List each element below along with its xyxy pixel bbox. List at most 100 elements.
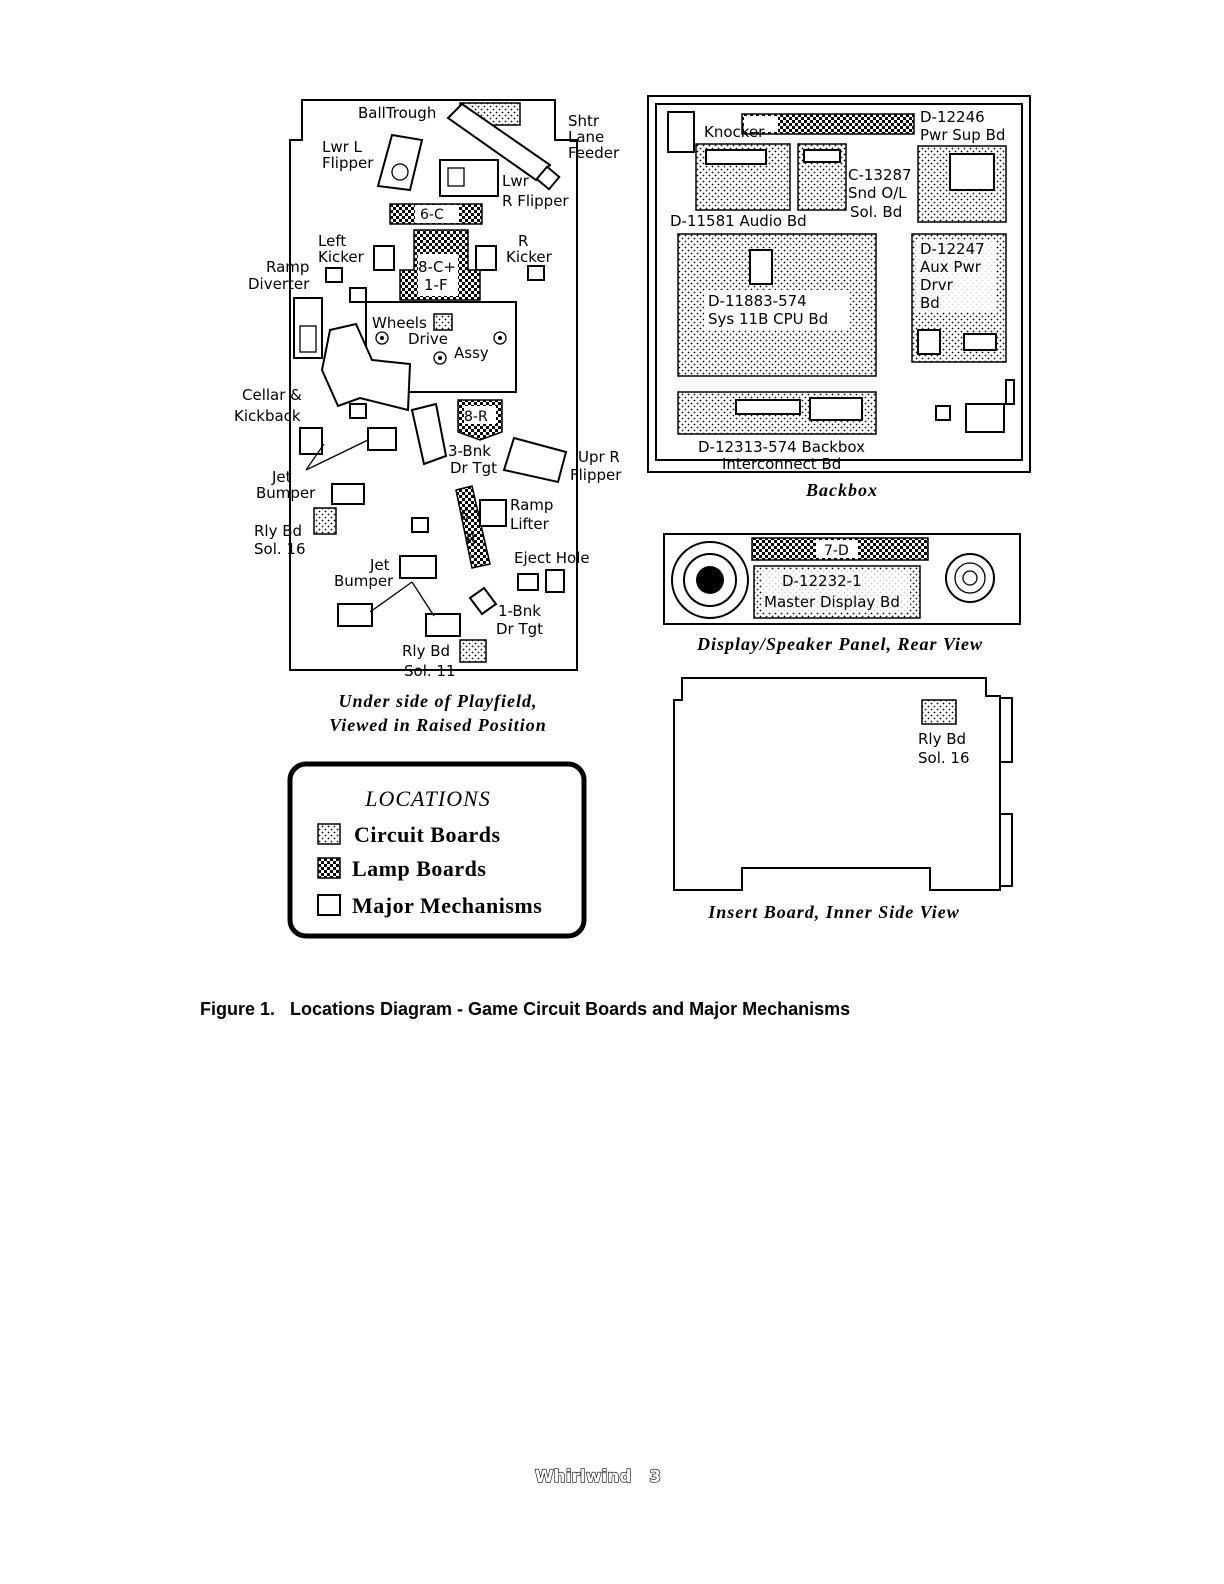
label-d-12247: D-12247 — [920, 240, 985, 258]
insert-board-caption: Insert Board, Inner Side View — [707, 902, 960, 922]
label-insert-rly-bd: Rly Bd — [918, 730, 966, 748]
label-audio-bd: D-11581 Audio Bd — [670, 212, 807, 230]
legend-title: LOCATIONS — [364, 786, 491, 811]
label-drive: Drive — [408, 330, 448, 348]
label-c-13287: C-13287 — [848, 166, 912, 184]
label-lwr-l-flipper: Flipper — [322, 154, 374, 172]
label-assy: Assy — [454, 344, 489, 362]
label-lwr-l: Lwr L — [322, 138, 363, 156]
label-1-bnk-dr-tgt: Dr Tgt — [496, 620, 543, 638]
label-lamp-8r: 8-R — [464, 409, 488, 425]
legend-circuit-swatch — [317, 823, 341, 845]
label-lane: Lane — [568, 128, 604, 146]
label-d-12232-1: D-12232-1 — [782, 572, 862, 590]
relay-board-sol16-playfield — [313, 507, 337, 535]
label-diverter: Diverter — [248, 275, 310, 293]
page-footer: Whirlwind 3 — [535, 1467, 661, 1487]
label-snd-ol: Snd O/L — [848, 184, 907, 202]
label-d-11883-574: D-11883-574 — [708, 292, 807, 310]
lwr-r-flipper-mech — [439, 159, 499, 197]
label-sol16-top: Sol. 16 — [254, 540, 306, 558]
one-bank-target — [468, 586, 498, 616]
label-3-bnk-dr-tgt: Dr Tgt — [450, 459, 497, 477]
insert-board: Rly Bd Sol. 16 Insert Board, Inner Side … — [673, 677, 1013, 922]
ramp-lifter-mech — [479, 499, 507, 527]
jet-bumper-4 — [399, 555, 437, 579]
label-interconnect-bd: Interconnect Bd — [722, 455, 841, 473]
label-lamp-7d: 7-D — [824, 543, 849, 559]
label-d-12313-574: D-12313-574 Backbox — [698, 438, 865, 456]
label-master-display-bd: Master Display Bd — [764, 593, 900, 611]
lamp-board-6r — [455, 485, 491, 569]
relay-board-sol11 — [459, 639, 487, 663]
label-lamp-6c: 6-C — [420, 207, 444, 223]
jet-bumper-6 — [425, 613, 461, 637]
label-insert-sol16: Sol. 16 — [918, 749, 970, 767]
label-upr-r: Upr R — [578, 448, 620, 466]
label-rly-bd-top: Rly Bd — [254, 522, 302, 540]
label-lamp-6: 6 — [460, 508, 469, 524]
legend-lamp-boards: Lamp Boards — [352, 856, 486, 881]
three-bank-target — [410, 402, 448, 466]
label-knocker: Knocker — [704, 123, 765, 141]
label-lifter: Lifter — [510, 515, 550, 533]
label-upr-r-flipper: Flipper — [570, 466, 622, 484]
label-3-bnk: 3-Bnk — [448, 442, 491, 460]
jet-bumper-2 — [367, 427, 397, 451]
label-bd: Bd — [920, 294, 940, 312]
label-r: R — [518, 232, 528, 250]
upr-r-flipper-mech — [502, 436, 568, 484]
label-sol11: Sol. 11 — [404, 662, 456, 680]
jet-bumper-5 — [337, 603, 373, 627]
relay-board-sol16-insert — [921, 699, 957, 725]
label-jet-bot: Jet — [369, 556, 390, 574]
label-aux-pwr: Aux Pwr — [920, 258, 982, 276]
label-d-12246: D-12246 — [920, 108, 985, 126]
label-cellar: Cellar & — [242, 386, 302, 404]
ramp-diverter-mech — [293, 297, 323, 359]
label-rly-bd-bot: Rly Bd — [402, 642, 450, 660]
label-drvr: Drvr — [920, 276, 954, 294]
playfield-underside: BallTrough Shtr Lane Feeder Lwr L Flippe… — [234, 99, 622, 735]
label-sol-bd: Sol. Bd — [850, 203, 902, 221]
label-shtr: Shtr — [568, 112, 600, 130]
label-wheels: Wheels — [372, 314, 427, 332]
label-bumper-bot: Bumper — [334, 572, 394, 590]
cellar-kickback-mech — [320, 322, 412, 412]
label-sys-11b-cpu: Sys 11B CPU Bd — [708, 310, 828, 328]
label-pwr-sup-bd: Pwr Sup Bd — [920, 126, 1005, 144]
lwr-l-flipper-mech — [376, 133, 424, 192]
label-kickback: Kickback — [234, 407, 301, 425]
shooter-feeder-mech — [446, 102, 552, 182]
backbox-caption: Backbox — [805, 480, 878, 500]
label-lwr: Lwr — [502, 172, 530, 190]
legend-lamp-swatch — [317, 857, 341, 879]
label-r-flipper: R Flipper — [502, 192, 569, 210]
right-kicker-mech — [475, 245, 497, 271]
label-ball-trough: BallTrough — [358, 104, 436, 122]
backbox: D-12246 Pwr Sup Bd Knocker C-13287 Snd O… — [647, 95, 1031, 500]
left-kicker-mech — [373, 245, 395, 271]
label-ramp: Ramp — [266, 258, 309, 276]
label-left: Left — [318, 232, 346, 250]
label-feeder: Feeder — [568, 144, 620, 162]
playfield-caption-1: Under side of Playfield, — [339, 691, 538, 711]
knocker-lamp-strip — [741, 113, 915, 135]
legend-mechanism-swatch — [317, 894, 341, 916]
label-lamp-1f: 1-F — [424, 276, 448, 294]
label-jet-top: Jet — [271, 468, 292, 486]
label-bumper-top: Bumper — [256, 484, 316, 502]
label-eject-hole: Eject Hole — [514, 549, 590, 567]
figure-caption: Figure 1. Locations Diagram - Game Circu… — [200, 999, 850, 1019]
jet-bumper-1 — [299, 427, 323, 455]
display-speaker-panel: 7-D D-12232-1 Master Display Bd Display/… — [663, 533, 1021, 654]
label-1-bnk: 1-Bnk — [498, 602, 541, 620]
display-panel-caption: Display/Speaker Panel, Rear View — [696, 634, 983, 654]
label-lamp-8c: 8-C+ — [418, 258, 456, 276]
jet-bumper-3 — [331, 483, 365, 505]
legend: LOCATIONS Circuit Boards Lamp Boards Maj… — [287, 761, 587, 939]
label-lamp-r: R — [466, 532, 476, 548]
label-ramp-lifter-1: Ramp — [510, 496, 553, 514]
